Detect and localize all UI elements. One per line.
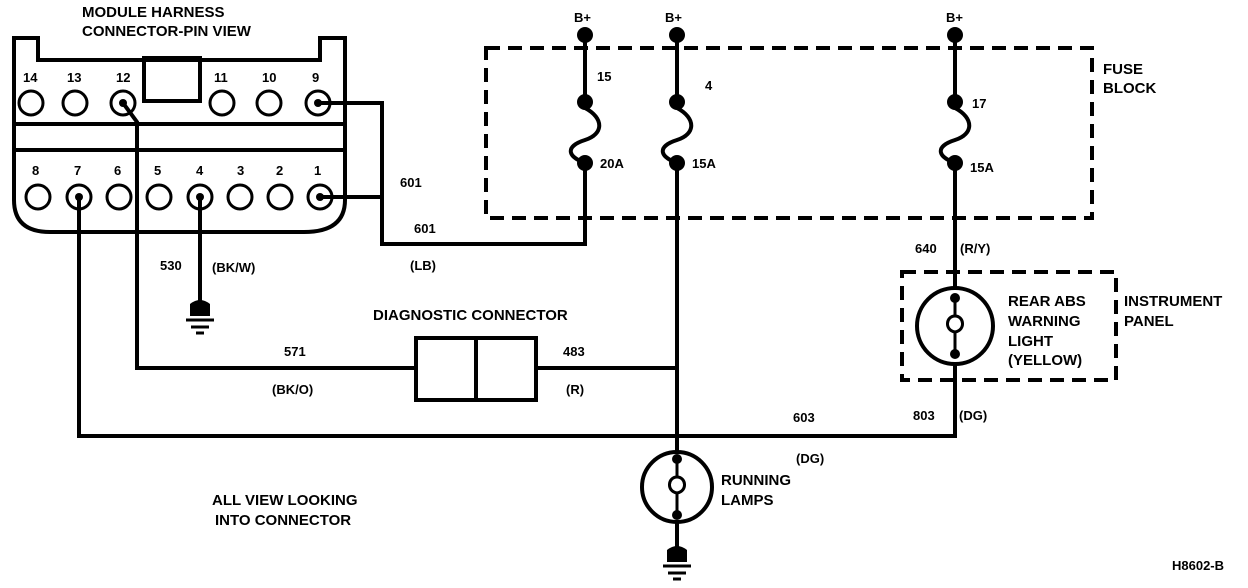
b-plus-label-1: B+	[574, 10, 591, 25]
circuit-530-label: 530	[160, 258, 182, 273]
warning-light-filament	[946, 298, 964, 354]
pin-label-11: 11	[214, 70, 228, 85]
pin-label-7: 7	[74, 163, 81, 178]
pin-label-6: 6	[114, 163, 121, 178]
pin-hole-5	[145, 183, 173, 211]
fuse-15-number: 15	[597, 69, 611, 84]
circuit-571-label: 571	[284, 344, 306, 359]
fuse-block-label-line1: FUSE	[1103, 61, 1143, 78]
fuse-4-rating: 15A	[692, 156, 716, 171]
circuit-483-label: 483	[563, 344, 585, 359]
pin-hole-10	[255, 89, 283, 117]
instrument-panel-label-line1: INSTRUMENT	[1124, 293, 1222, 310]
pin-label-10: 10	[262, 70, 276, 85]
module-harness-connector: MODULE HARNESS CONNECTOR-PIN VIEW 14 13 …	[12, 4, 347, 234]
instrument-panel-label-line2: PANEL	[1124, 313, 1174, 330]
view-note-line1: ALL VIEW LOOKING	[212, 492, 358, 509]
fuse-15-terminal-in	[577, 94, 593, 110]
warning-light-bulb	[915, 286, 995, 366]
pin-hole-14	[17, 89, 45, 117]
circuit-530-color: (BK/W)	[212, 260, 255, 275]
circuit-601-label-b: 601	[414, 221, 436, 236]
connector-title-line1: MODULE HARNESS	[82, 4, 225, 21]
ground-symbol-530	[186, 300, 214, 335]
wire-571	[120, 100, 418, 370]
pin-hole-8	[24, 183, 52, 211]
circuit-640-color: (R/Y)	[960, 241, 990, 256]
pin-label-14: 14	[23, 70, 38, 85]
fuse-block-outline	[484, 46, 1094, 220]
connector-body	[12, 36, 347, 234]
connector-title-line2: CONNECTOR-PIN VIEW	[82, 23, 252, 40]
running-lamps: RUNNING LAMPS	[640, 450, 791, 524]
circuit-640-label: 640	[915, 241, 937, 256]
instrument-panel-outline	[900, 270, 1118, 382]
warning-light-label-line3: LIGHT	[1008, 333, 1053, 350]
circuit-803-label: 803	[913, 408, 935, 423]
fuse-17-number: 17	[972, 96, 986, 111]
warning-light-label-line2: WARNING	[1008, 313, 1081, 330]
fuse-4-number: 4	[705, 78, 713, 93]
wiring: 601 601 (LB) 530 (BK/W) 571 (BK/O) 483 (…	[77, 100, 990, 552]
pin-label-9: 9	[312, 70, 319, 85]
pin-hole-2	[266, 183, 294, 211]
diagnostic-connector-label: DIAGNOSTIC CONNECTOR	[373, 307, 568, 324]
fuse-15-element	[568, 105, 602, 166]
fuse-15-rating: 20A	[600, 156, 624, 171]
diagnostic-connector: DIAGNOSTIC CONNECTOR	[373, 307, 568, 402]
pin-label-4: 4	[196, 163, 204, 178]
circuit-603-label: 603	[793, 410, 815, 425]
circuit-803-color: (DG)	[959, 408, 987, 423]
circuit-601-label-a: 601	[400, 175, 422, 190]
running-lamps-filament	[668, 459, 686, 515]
pin-hole-6	[105, 183, 133, 211]
b-plus-label-2: B+	[665, 10, 682, 25]
pin-label-3: 3	[237, 163, 244, 178]
fuse-4-element	[660, 105, 694, 166]
pin-label-13: 13	[67, 70, 81, 85]
connector-lock-tab	[142, 56, 202, 103]
ground-lamps-plug	[667, 546, 687, 562]
pin-hole-3	[226, 183, 254, 211]
ground-symbol-running-lamps	[663, 546, 691, 581]
running-lamps-label-line1: RUNNING	[721, 472, 791, 489]
pin-label-2: 2	[276, 163, 283, 178]
view-note-line2: INTO CONNECTOR	[215, 512, 351, 529]
circuit-483-color: (R)	[566, 382, 584, 397]
warning-light-label-line4: (YELLOW)	[1008, 352, 1082, 369]
circuit-601-color: (LB)	[410, 258, 436, 273]
running-lamps-bulb	[640, 450, 714, 524]
running-lamps-label-line2: LAMPS	[721, 492, 774, 509]
fuse-17-terminal-in	[947, 94, 963, 110]
pin-label-12: 12	[116, 70, 130, 85]
fuse-block: FUSE BLOCK B+ B+ B+ 15 20A 4 15A 17 15A	[484, 10, 1156, 220]
ground-530-plug	[190, 300, 210, 316]
figure-id: H8602-B	[1172, 558, 1224, 573]
pin-hole-11	[208, 89, 236, 117]
pin-hole-13	[61, 89, 89, 117]
pin-label-8: 8	[32, 163, 39, 178]
fuse-17-element	[938, 105, 972, 166]
circuit-603-color: (DG)	[796, 451, 824, 466]
warning-light-label-line1: REAR ABS	[1008, 293, 1086, 310]
fuse-4-terminal-in	[669, 94, 685, 110]
wire-601	[316, 101, 587, 246]
fuse-block-label-line2: BLOCK	[1103, 80, 1156, 97]
b-plus-label-3: B+	[946, 10, 963, 25]
pin-label-1: 1	[314, 163, 321, 178]
instrument-panel: INSTRUMENT PANEL REAR ABS WARNING LIGHT …	[900, 270, 1222, 382]
fuse-17-rating: 15A	[970, 160, 994, 175]
pin-label-5: 5	[154, 163, 161, 178]
wire-603	[77, 195, 957, 438]
circuit-571-color: (BK/O)	[272, 382, 313, 397]
